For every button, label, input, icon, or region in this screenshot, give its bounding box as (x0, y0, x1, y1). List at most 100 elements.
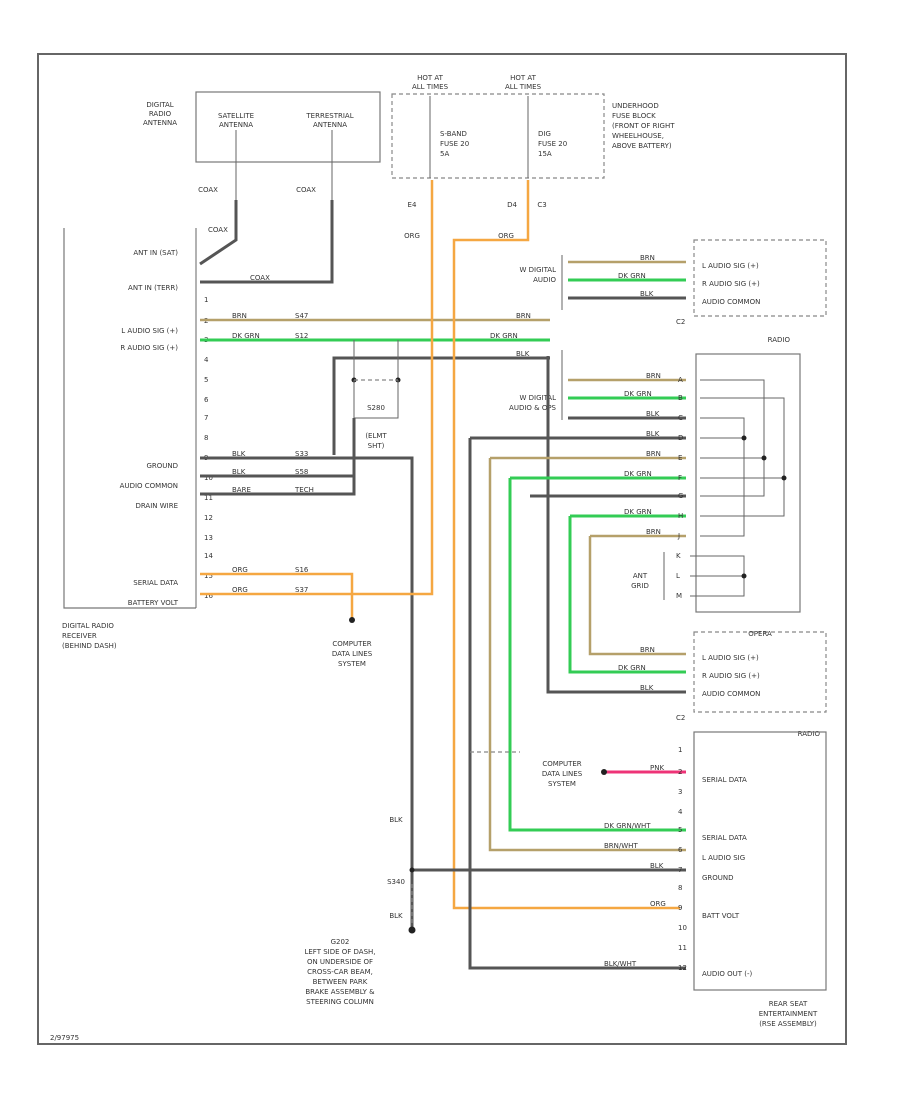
radio-1-label: RADIO (768, 336, 791, 344)
pin-letter-e: E (678, 454, 682, 462)
rse-pin-num-11: 11 (678, 944, 687, 952)
radio-int-dot-2 (761, 455, 767, 461)
splice-label-0: (ELMT (365, 432, 387, 440)
receiver-pin-audio-common: AUDIO COMMON (120, 482, 178, 490)
opera-pin-r: R AUDIO SIG (+) (702, 672, 760, 680)
pin-letter-d: D (678, 434, 683, 442)
rse-name-2: (RSE ASSEMBLY) (759, 1020, 817, 1028)
amp-pin-common: AUDIO COMMON (702, 298, 760, 306)
wire-code-dkgrn-r: DK GRN (490, 332, 518, 340)
hot-at-label-1-0: HOT AT (417, 74, 444, 82)
pin-num-11: 11 (204, 494, 213, 502)
digital-radio-receiver: ANT IN (SAT) ANT IN (TERR) L AUDIO SIG (… (62, 228, 213, 650)
ground-loc-1: ON UNDERSIDE OF (307, 958, 373, 966)
amp-code-brn: BRN (640, 254, 655, 262)
w-digital-audio-0: W DIGITAL (519, 266, 556, 274)
pin-letter-g: G (678, 492, 683, 500)
pin-num-4: 4 (204, 356, 209, 364)
opera-pin-common: AUDIO COMMON (702, 690, 760, 698)
w-digital-ops-0: W DIGITAL (519, 394, 556, 402)
pin-num-13: 13 (204, 534, 213, 542)
wire-code-s16: S16 (295, 566, 309, 574)
blk-label-1: BLK (389, 816, 403, 824)
wire-code-bare: BARE (232, 486, 251, 494)
rse-code-blkwht: BLK/WHT (604, 960, 637, 968)
coax-conn-label-2: COAX (250, 274, 270, 282)
digital-radio-antenna-label-1: RADIO (149, 110, 172, 118)
r-code-dkgrn-1: DK GRN (624, 390, 652, 398)
coax-conn-label: COAX (208, 226, 228, 234)
r-code-blk-2: BLK (646, 430, 660, 438)
radio-int-dot-1 (741, 435, 747, 441)
radio-wire-e (546, 356, 686, 694)
receiver-pin-r-audio: R AUDIO SIG (+) (120, 344, 178, 352)
pin-num-7: 7 (204, 414, 208, 422)
rse-pin-num-7: 7 (678, 866, 682, 874)
audio-common-wire (200, 418, 356, 478)
rse-radio-box (693, 731, 827, 991)
pin-num-16: 16 (204, 592, 213, 600)
opera-r-wire (568, 516, 686, 674)
receiver-name-2: (BEHIND DASH) (62, 642, 117, 650)
digital-radio-antenna-label-2: ANTENNA (143, 119, 177, 127)
comp-data-2-2: SYSTEM (548, 780, 576, 788)
ant-grid-pin-k: K (676, 552, 681, 560)
pin-letter-j: J (677, 532, 680, 540)
pin-num-14: 14 (204, 552, 213, 560)
pin-letter-f: F (678, 474, 682, 482)
pin-num-12: 12 (204, 514, 213, 522)
battery-volt-wire (200, 180, 434, 596)
rse-pin-num-4: 4 (678, 808, 683, 816)
wire-code-blk-r: BLK (516, 350, 530, 358)
opera-conn-label: C2 (676, 714, 685, 722)
amp-pin-l: L AUDIO SIG (+) (702, 262, 759, 270)
wire-code-dkgrn: DK GRN (232, 332, 260, 340)
underhood-label-4: ABOVE BATTERY) (612, 142, 672, 150)
ground-id: G202 (331, 938, 350, 946)
underhood-fuse-block-box (391, 93, 605, 179)
amp-code-dkgrn: DK GRN (618, 272, 646, 280)
ant-grid-pin-m: M (676, 592, 682, 600)
amp-c2-box (693, 239, 827, 317)
ant-grid-dot (741, 573, 747, 579)
pin-num-5: 5 (204, 376, 208, 384)
pin-num-15: 15 (204, 572, 213, 580)
wire-code-s12: S12 (295, 332, 308, 340)
coax-wire-sat (199, 200, 238, 266)
r-code-dkgrn-3: DK GRN (624, 508, 652, 516)
opera-code-dkgrn: DK GRN (618, 664, 646, 672)
receiver-pin-battery: BATTERY VOLT (128, 599, 179, 607)
fuse-1-label-0: S-BAND (440, 130, 467, 138)
s-conn-label: S340 (387, 878, 405, 886)
wire-code-s58: S58 (295, 468, 308, 476)
coax-label-2: COAX (296, 186, 316, 194)
rse-serial-data-2-wire (508, 478, 686, 832)
ground-loc-2: CROSS-CAR BEAM, (307, 968, 373, 976)
ground-wire (200, 456, 414, 930)
rse-pin-num-1: 1 (678, 746, 682, 754)
wire-code-s47: S47 (295, 312, 308, 320)
antenna-section: DIGITAL RADIO ANTENNA SATELLITE ANTENNA … (143, 91, 381, 200)
serial-data-dot (349, 617, 355, 623)
rse-pin-num-2: 2 (678, 768, 682, 776)
blk-audio-common-wire (332, 356, 550, 455)
underhood-label-1: FUSE BLOCK (612, 112, 656, 120)
receiver-pin-ground: GROUND (146, 462, 178, 470)
fuse-2-label-1: FUSE 20 (538, 140, 567, 148)
rse-pin-serial-2: SERIAL DATA (702, 834, 747, 842)
rse-code-pnk: PNK (650, 764, 664, 772)
hot-at-label-2-1: ALL TIMES (505, 83, 542, 91)
radio-int-3 (700, 417, 745, 537)
radio-int-1 (700, 379, 765, 497)
rse-code-brnwht: BRN/WHT (604, 842, 638, 850)
terrestrial-antenna-label-1: ANTENNA (313, 121, 347, 129)
e-label-1: D4 (507, 201, 517, 209)
wire-code-blk-g: BLK (232, 450, 246, 458)
rse-pin-num-12: 12 (678, 964, 687, 972)
wire-code-s37: S37 (295, 586, 308, 594)
wire-code-org-2: ORG (232, 586, 248, 594)
blk-label-2: BLK (389, 912, 403, 920)
diagram-frame (37, 53, 847, 1045)
receiver-pin-ant-sat: ANT IN (SAT) (133, 249, 178, 257)
